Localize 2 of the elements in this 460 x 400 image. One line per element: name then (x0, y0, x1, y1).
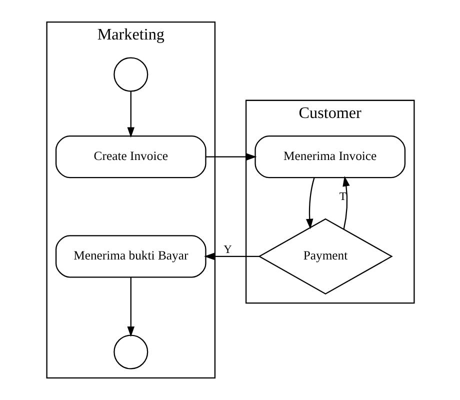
edge-label: T (338, 190, 346, 203)
edge-label: Y (223, 244, 232, 256)
